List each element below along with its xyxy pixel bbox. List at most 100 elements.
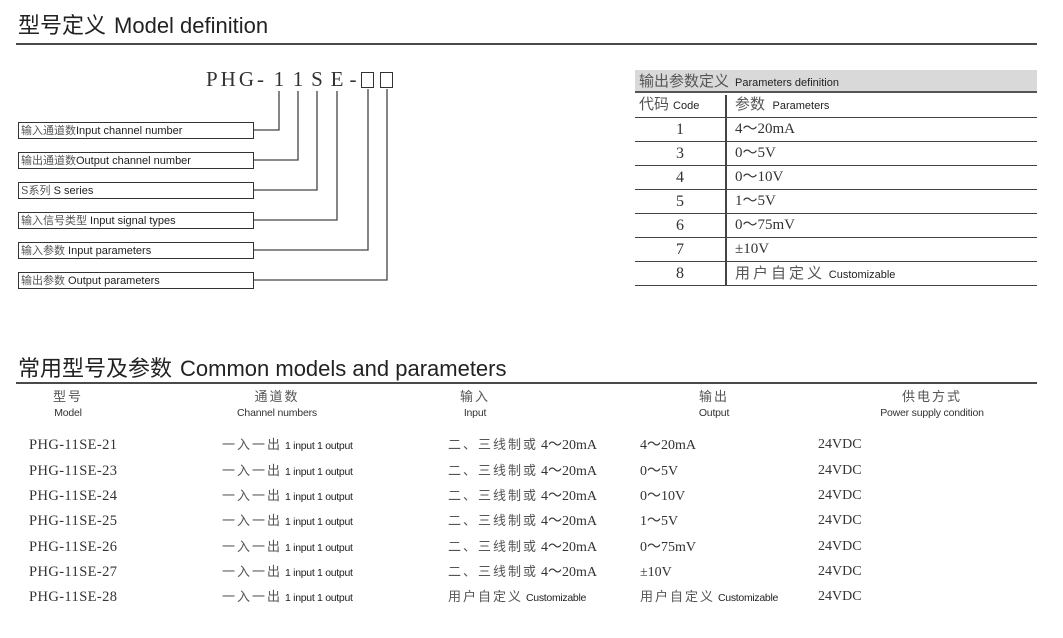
output-cell: 0～75mV xyxy=(640,538,696,557)
column-header-en: Channel numbers xyxy=(237,407,317,419)
header-param-zh: 参数 xyxy=(735,95,766,113)
channel-en: 1 input 1 output xyxy=(285,567,353,579)
input-val: 4～20mA xyxy=(541,464,598,479)
input-zh: 二、三线制或 xyxy=(448,540,539,555)
model-cell: PHG-11SE-24 xyxy=(29,488,118,504)
output-cell: 0～5V xyxy=(640,462,678,481)
channel-zh: 一入一出 xyxy=(222,590,283,605)
input-zh: 二、三线制或 xyxy=(448,489,539,504)
model-definition-title-en: Model definition xyxy=(114,13,269,38)
channel-en: 1 input 1 output xyxy=(285,592,353,604)
param-value: 1～5V xyxy=(735,193,776,209)
power-cell: 24VDC xyxy=(818,513,862,528)
parameters-table-title: 输出参数定义 Parameters definition xyxy=(635,70,1037,93)
param-value: 0～75mV xyxy=(735,217,796,233)
label-zh: 输入信号类型 xyxy=(21,214,87,227)
output-val: 0～75mV xyxy=(640,540,696,555)
param-value-zh: 用户自定义 xyxy=(735,264,826,282)
param-code: 4 xyxy=(676,169,684,186)
connector-line-input-param xyxy=(254,89,369,251)
power-cell: 24VDC xyxy=(818,539,862,554)
channel-en: 1 input 1 output xyxy=(285,516,353,528)
power-cell: 24VDC xyxy=(818,488,862,503)
label-en: Input signal types xyxy=(87,215,176,227)
input-val: 4～20mA xyxy=(541,489,598,504)
model-cell: PHG-11SE-25 xyxy=(29,513,118,529)
column-header-model: 型号 Model xyxy=(53,390,83,420)
table-row: 8 用户自定义 Customizable xyxy=(635,262,1037,286)
label-en: Output channel number xyxy=(76,155,191,167)
output-val: 1～5V xyxy=(640,514,679,529)
input-val: 4～20mA xyxy=(541,514,598,529)
channel-en: 1 input 1 output xyxy=(285,491,353,503)
common-models-title-en: Common models and parameters xyxy=(180,356,507,381)
column-header-power: 供电方式 Power supply condition xyxy=(880,390,984,420)
output-zh: 用户自定义 xyxy=(640,590,716,605)
param-code: 8 xyxy=(676,265,684,282)
channel-zh: 一入一出 xyxy=(222,514,283,529)
label-en: Output parameters xyxy=(65,275,160,287)
column-header-zh: 型号 xyxy=(52,390,84,405)
model-code-part-series: S xyxy=(311,67,323,91)
input-val: 4～20mA xyxy=(541,540,598,555)
common-models-title-zh: 常用型号及参数 xyxy=(18,357,173,382)
header-code-en: Code xyxy=(673,100,700,112)
output-val: 4～20mA xyxy=(640,438,696,453)
column-header-input: 输入 Input xyxy=(460,390,490,420)
label-output-parameters: 输出参数 Output parameters xyxy=(18,272,254,289)
connector-line-input-channel xyxy=(254,91,280,131)
model-code-placeholder-output-param xyxy=(380,72,393,88)
column-header-en: Model xyxy=(54,407,82,419)
label-input-signal-types: 输入信号类型 Input signal types xyxy=(18,212,254,229)
input-zh: 二、三线制或 xyxy=(448,565,539,580)
label-en: Input parameters xyxy=(65,245,152,257)
channel-zh: 一入一出 xyxy=(222,438,283,453)
model-code-separator: - xyxy=(349,67,357,91)
model-cell: PHG-11SE-23 xyxy=(29,463,118,479)
parameters-table-title-zh: 输出参数定义 xyxy=(639,72,730,90)
model-definition-title-zh: 型号定义 xyxy=(18,14,107,39)
model-code-placeholder-input-param xyxy=(361,72,374,88)
input-zh: 用户自定义 xyxy=(448,590,524,605)
header-param-en: Parameters xyxy=(772,100,830,112)
channel-zh: 一入一出 xyxy=(222,540,283,555)
param-value: 4～20mA xyxy=(735,121,796,137)
model-cell: PHG-11SE-28 xyxy=(29,589,118,605)
parameters-definition-table: 输出参数定义 Parameters definition 代码 Code 参数 P… xyxy=(635,70,1037,286)
param-code: 3 xyxy=(676,145,684,162)
param-value: 0～5V xyxy=(735,145,776,161)
column-header-zh: 输出 xyxy=(698,390,730,405)
header-code: 代码 Code xyxy=(635,93,725,117)
table-row: 3 0～5V xyxy=(635,142,1037,166)
parameters-table-header: 代码 Code 参数 Parameters xyxy=(635,93,1037,118)
column-header-zh: 通道数 xyxy=(254,390,300,405)
connector-line-signal-type xyxy=(254,91,338,221)
channel-zh: 一入一出 xyxy=(222,464,283,479)
channel-zh: 一入一出 xyxy=(222,489,283,504)
power-cell: 24VDC xyxy=(818,463,862,478)
common-models-title: 常用型号及参数 Common models and parameters xyxy=(18,356,507,383)
column-header-channel: 通道数 Channel numbers xyxy=(237,390,317,420)
param-value-en: Customizable xyxy=(828,269,896,281)
parameters-table-title-en: Parameters definition xyxy=(735,77,839,89)
label-s-series: S系列 S series xyxy=(18,182,254,199)
param-code: 7 xyxy=(676,241,684,258)
label-input-channel-number: 输入通道数Input channel number xyxy=(18,122,254,139)
input-zh: 二、三线制或 xyxy=(448,464,539,479)
model-cell: PHG-11SE-21 xyxy=(29,437,118,453)
table-row: 7 ±10V xyxy=(635,238,1037,262)
table-row: 5 1～5V xyxy=(635,190,1037,214)
param-value: 0～10V xyxy=(735,169,784,185)
label-input-parameters: 输入参数 Input parameters xyxy=(18,242,254,259)
model-code-connectors xyxy=(254,89,388,281)
label-zh: 输出通道数 xyxy=(21,154,76,167)
header-parameters: 参数 Parameters xyxy=(725,93,829,117)
